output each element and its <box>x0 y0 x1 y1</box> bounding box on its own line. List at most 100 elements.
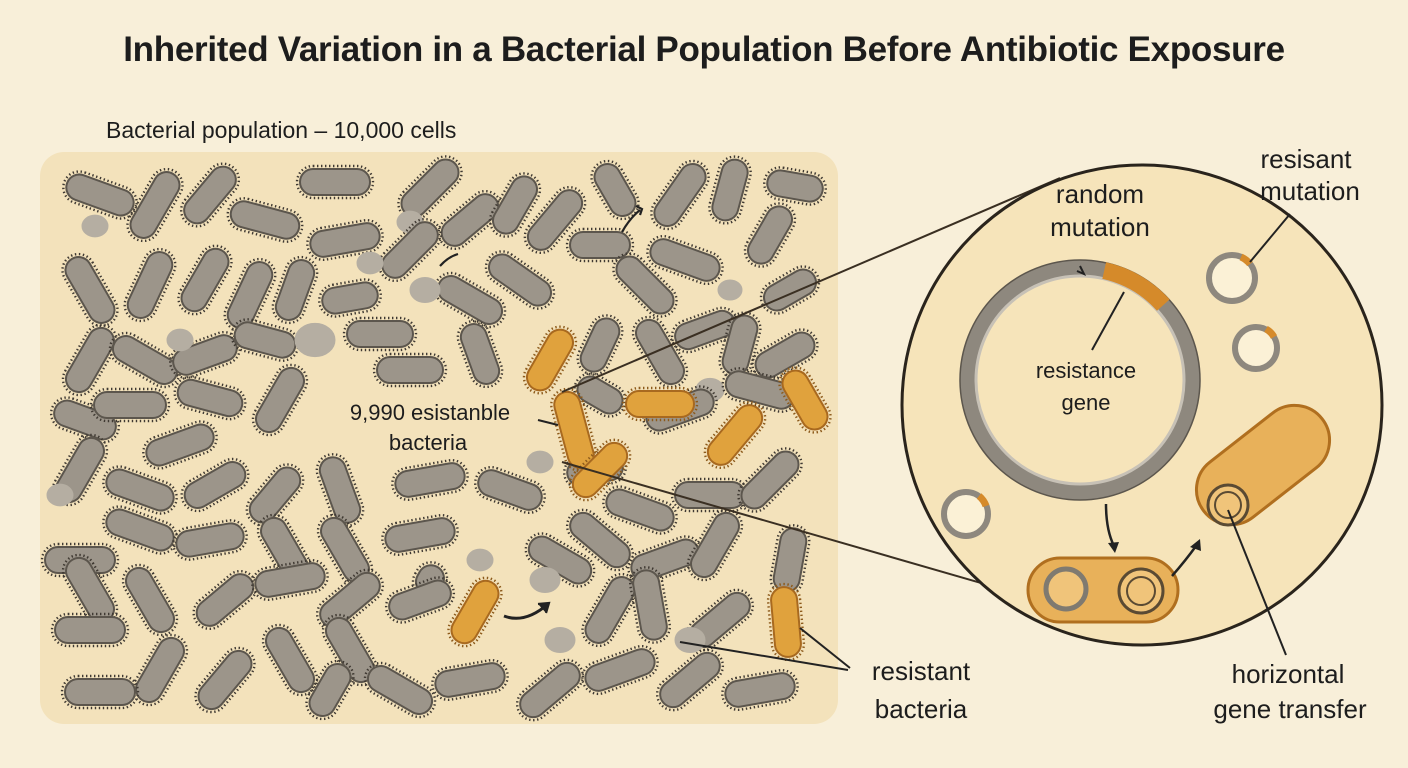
division-arrows <box>439 205 644 620</box>
hgt-pointer <box>1227 509 1287 656</box>
susceptible-bacterium <box>271 255 319 325</box>
susceptible-bacterium <box>261 623 319 697</box>
susceptible-bacterium <box>751 328 819 382</box>
susceptible-bacterium <box>305 659 355 721</box>
susceptible-bacterium <box>612 252 678 318</box>
hgt-label-line1: horizontal <box>1232 659 1345 689</box>
susceptible-bacterium <box>573 372 627 418</box>
susceptible-bacterium <box>372 352 448 388</box>
susceptible-bacterium <box>674 627 706 653</box>
susceptible-bacterium <box>565 227 635 263</box>
susceptible-bacterium <box>381 513 459 557</box>
susceptible-pointer <box>537 419 559 426</box>
susceptible-bacterium <box>433 271 507 329</box>
resistant-label-line1: resistant <box>872 656 971 686</box>
susceptible-bacterium <box>466 548 494 572</box>
susceptible-bacterium <box>581 572 639 648</box>
resistant-pointer <box>799 627 851 669</box>
susceptible-bacterium <box>61 323 119 397</box>
susceptible-bacterium <box>363 661 437 719</box>
susceptible-bacterium <box>61 252 119 328</box>
susceptible-bacterium <box>743 202 797 268</box>
susceptible-bacterium <box>46 483 74 507</box>
resistant-bacterium <box>522 325 578 395</box>
susceptible-bacterium <box>384 576 456 624</box>
resistant-mutation-label-line1: resisant <box>1260 144 1352 174</box>
susceptible-bacterium <box>315 453 365 527</box>
susceptible-bacterium <box>89 387 171 423</box>
bacteria-population <box>40 155 832 722</box>
susceptible-bacterium <box>108 331 182 389</box>
plasmid <box>941 489 991 539</box>
susceptible-bacterium <box>166 328 194 352</box>
susceptible-bacterium <box>488 172 542 238</box>
susceptible-bacterium <box>565 508 635 572</box>
susceptible-bacterium <box>50 612 130 648</box>
susceptible-bacterium <box>356 251 384 275</box>
susceptible-bacterium <box>251 558 329 602</box>
susceptible-bacterium <box>581 644 659 696</box>
susceptible-bacterium <box>194 646 256 714</box>
susceptible-bacterium <box>102 465 178 515</box>
susceptible-bacterium <box>763 166 827 206</box>
resistance-gene-label-line2: gene <box>1062 390 1111 415</box>
susceptible-bacterium <box>179 162 241 228</box>
susceptible-bacterium <box>456 319 504 389</box>
resistance-gene-pointer <box>1091 291 1125 351</box>
resistant-bacterium <box>568 438 632 502</box>
resistant-bacterium <box>621 386 699 422</box>
susceptible-bacterium <box>306 218 384 262</box>
susceptible-bacterium <box>177 244 233 316</box>
susceptible-bacterium <box>721 668 799 712</box>
random-mutation-label-line1: random <box>1056 179 1144 209</box>
susceptible-bacterium <box>544 627 576 653</box>
susceptible-bacterium <box>529 567 561 593</box>
susceptible-bacterium <box>172 519 248 561</box>
plasmid <box>1206 252 1258 304</box>
resistant-bacterium <box>703 400 767 470</box>
susceptible-bacterium <box>245 463 305 527</box>
susceptible-bacterium <box>342 316 418 352</box>
susceptible-bacterium <box>315 568 385 632</box>
susceptible-bacterium <box>515 658 585 722</box>
susceptible-bacterium <box>717 279 743 301</box>
susceptible-bacterium <box>49 396 121 444</box>
resistance-gene-segment <box>1102 262 1170 311</box>
susceptible-bacterium <box>251 363 309 437</box>
susceptible-bacterium <box>474 465 546 515</box>
susceptible-bacterium <box>131 633 189 707</box>
susceptible-bacterium <box>670 477 750 513</box>
susceptible-bacterium <box>737 447 803 513</box>
hgt-label-line2: gene transfer <box>1213 694 1367 724</box>
susceptible-bacterium <box>602 485 678 535</box>
susceptible-bacterium <box>523 185 587 255</box>
susceptible-bacterium <box>628 566 672 644</box>
susceptible-label-line2: bacteria <box>389 430 468 455</box>
resistant-pointer <box>679 641 849 671</box>
population-label: Bacterial population – 10,000 cells <box>106 117 456 143</box>
susceptible-bacterium <box>81 214 109 238</box>
susceptible-bacterium <box>295 164 375 200</box>
susceptible-bacterium <box>62 170 138 220</box>
susceptible-bacterium <box>708 155 752 225</box>
susceptible-bacterium <box>180 457 250 513</box>
susceptible-bacterium <box>484 250 556 310</box>
susceptible-bacterium <box>590 159 640 221</box>
resistant-bacterium <box>447 576 503 648</box>
susceptible-bacterium <box>391 458 469 502</box>
susceptible-bacterium <box>431 658 509 702</box>
susceptible-bacterium <box>576 314 624 376</box>
susceptible-bacterium <box>318 278 382 318</box>
zoomed-cell <box>900 163 1384 656</box>
susceptible-bacterium <box>121 563 179 637</box>
resistance-gene-label-line1: resistance <box>1036 358 1136 383</box>
zoom-lines <box>561 177 1061 601</box>
susceptible-bacterium <box>377 217 443 283</box>
susceptible-bacterium <box>646 234 724 286</box>
resistant-bacterium <box>778 366 832 434</box>
random-mutation-label-line2: mutation <box>1050 212 1150 242</box>
susceptible-bacterium <box>650 159 710 231</box>
susceptible-bacterium <box>294 322 336 358</box>
susceptible-bacterium <box>226 197 304 243</box>
